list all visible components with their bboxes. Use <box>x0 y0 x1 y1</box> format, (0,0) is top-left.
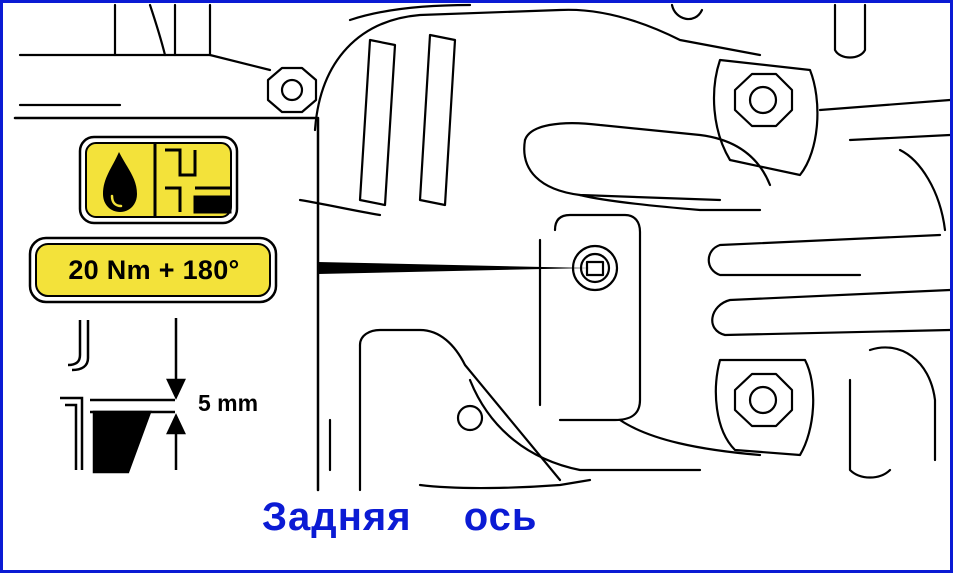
caption-title: Задняя ось <box>262 495 538 539</box>
bolt-top-left <box>266 66 318 114</box>
bolt-right-lower <box>714 358 815 457</box>
oil-drop-icon <box>103 152 137 212</box>
torque-label-box <box>28 236 278 304</box>
symbol-panel <box>78 135 239 225</box>
bolt-right-upper <box>712 58 819 177</box>
torque-spec-label: 20 Nm + 180° <box>68 254 240 285</box>
gap-gauge-icon <box>60 318 186 474</box>
gap-dimension-label: 5 mm <box>198 390 259 416</box>
torque-bolt-boss <box>538 213 642 422</box>
thread-seal-icon <box>165 148 232 214</box>
